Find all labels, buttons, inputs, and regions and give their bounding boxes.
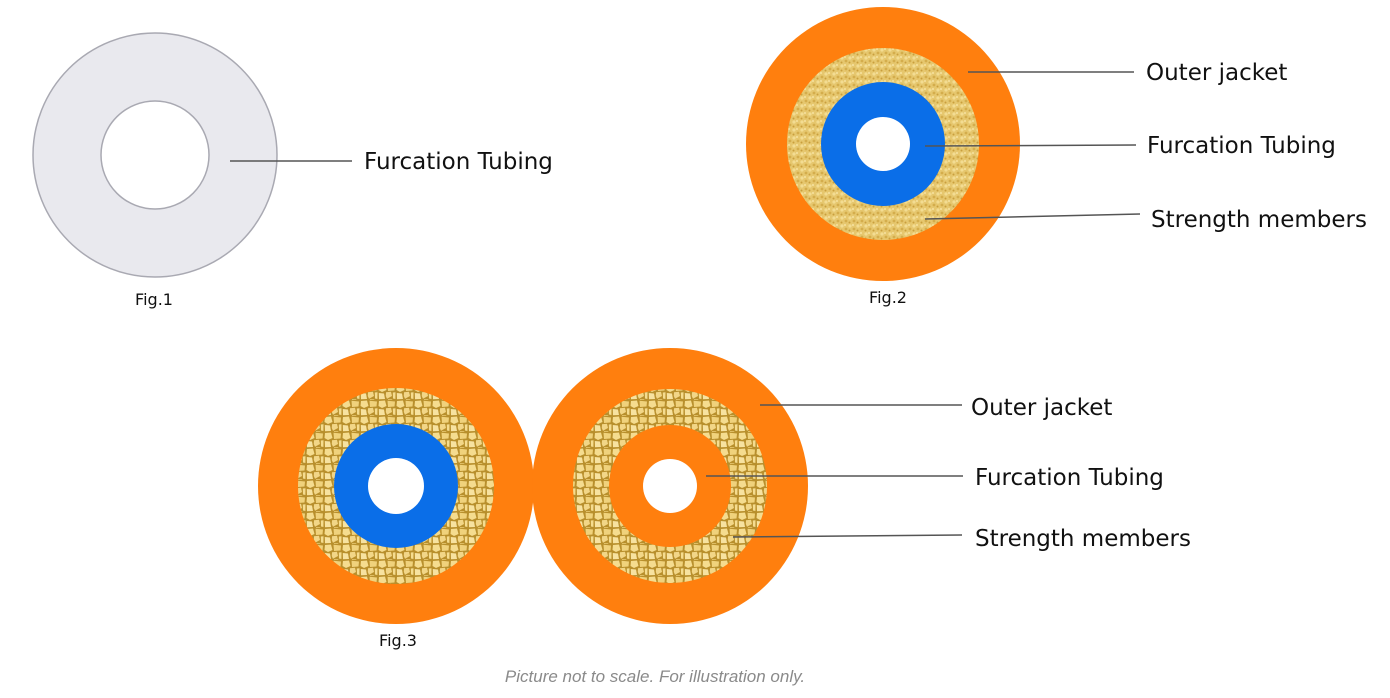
- fig3-strength-label: Strength members: [975, 526, 1191, 552]
- fig2-tubing-bore: [856, 117, 910, 171]
- fig3-right-cable: [532, 348, 808, 624]
- fig3-left-tubing-bore: [368, 458, 424, 514]
- fig2-caption: Fig.2: [869, 288, 907, 307]
- fig2-tubing-label: Furcation Tubing: [1147, 133, 1336, 159]
- fig2-jacket-label: Outer jacket: [1146, 60, 1287, 86]
- fig1-tubing-bore: [100, 100, 210, 210]
- fig1-tubing-label: Furcation Tubing: [364, 149, 553, 175]
- fig3-caption: Fig.3: [379, 631, 417, 650]
- fig3-left-cable: [258, 348, 534, 624]
- fig2-cable: [746, 7, 1020, 281]
- fig3-right-tubing-bore: [643, 459, 697, 513]
- footnote: Picture not to scale. For illustration o…: [505, 667, 805, 686]
- fig3-tubing-label: Furcation Tubing: [975, 465, 1164, 491]
- fig3-strength-leader: [732, 534, 963, 538]
- fig2-strength-label: Strength members: [1151, 207, 1367, 233]
- fig2-strength-leader: [924, 213, 1141, 220]
- fig1-cable: [32, 32, 278, 278]
- fig1-caption: Fig.1: [135, 290, 173, 309]
- fig3-jacket-label: Outer jacket: [971, 395, 1112, 421]
- fig2-tubing-leader: [924, 144, 1137, 147]
